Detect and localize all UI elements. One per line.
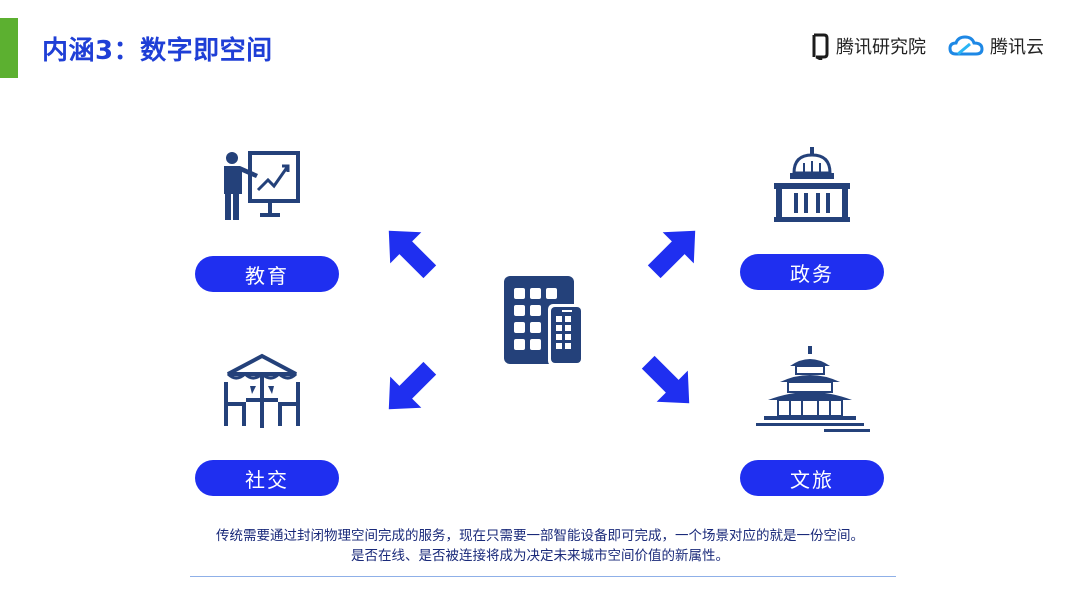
arrow-to-social bbox=[388, 361, 437, 410]
tencent-cloud-logo: 腾讯云 bbox=[948, 33, 1044, 59]
tencent-research-logo-icon bbox=[810, 32, 830, 60]
caption-line-2: 是否在线、是否被连接将成为决定未来城市空间价值的新属性。 bbox=[351, 548, 729, 564]
cafe-table-icon bbox=[222, 352, 302, 434]
tencent-cloud-label: 腾讯云 bbox=[990, 37, 1044, 58]
caption-line-1: 传统需要通过封闭物理空间完成的服务，现在只需要一部智能设备即可完成，一个场景对应… bbox=[216, 528, 864, 544]
pill-tourism: 文旅 bbox=[740, 460, 884, 496]
tencent-research-label: 腾讯研究院 bbox=[836, 37, 926, 58]
tablet-phone-icon bbox=[502, 274, 586, 372]
tencent-cloud-logo-icon bbox=[948, 34, 984, 58]
divider bbox=[190, 576, 896, 577]
arrow-to-tourism bbox=[641, 355, 690, 404]
accent-bar bbox=[0, 18, 18, 78]
temple-icon bbox=[750, 346, 872, 438]
logo-group: 腾讯研究院 腾讯云 bbox=[810, 32, 1044, 60]
capitol-building-icon bbox=[772, 145, 852, 227]
arrow-to-government bbox=[647, 230, 696, 279]
pill-education: 教育 bbox=[195, 256, 339, 292]
page-title: 内涵3：数字即空间 bbox=[42, 36, 273, 66]
caption: 传统需要通过封闭物理空间完成的服务，现在只需要一部智能设备即可完成，一个场景对应… bbox=[150, 526, 930, 566]
tencent-research-logo: 腾讯研究院 bbox=[810, 32, 926, 60]
pill-social: 社交 bbox=[195, 460, 339, 496]
pill-government: 政务 bbox=[740, 254, 884, 290]
teacher-board-icon bbox=[218, 150, 302, 228]
arrow-to-education bbox=[388, 230, 437, 279]
